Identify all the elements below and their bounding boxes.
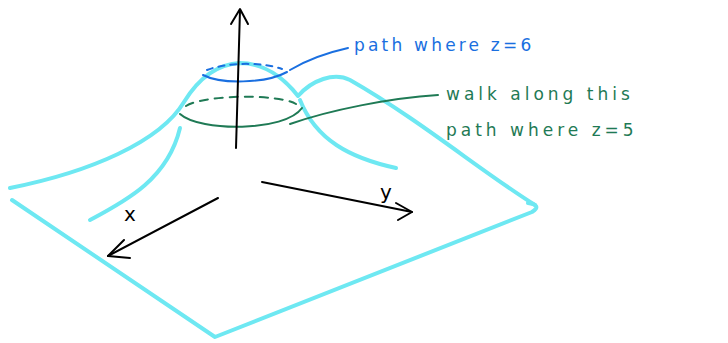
level-curve-z6 bbox=[203, 48, 348, 81]
axis-label: y bbox=[380, 180, 410, 204]
level-curve-z5 bbox=[180, 95, 438, 127]
level-curve-front bbox=[203, 72, 287, 81]
arrowhead bbox=[231, 9, 248, 24]
arrowhead bbox=[396, 203, 412, 220]
level-curve-front bbox=[180, 108, 302, 127]
surface-fold bbox=[300, 100, 396, 168]
surface bbox=[10, 63, 536, 337]
level-curve-back bbox=[207, 64, 282, 70]
axis-label: x bbox=[124, 202, 154, 226]
leader-line bbox=[290, 48, 348, 70]
arrowhead bbox=[108, 240, 130, 258]
x-axis bbox=[108, 198, 218, 256]
annotation: walk along this path where z=5 bbox=[446, 76, 696, 148]
z-axis bbox=[236, 10, 240, 148]
level-curve-back bbox=[186, 97, 296, 106]
leader-line bbox=[290, 95, 438, 124]
annotation: path where z=6 bbox=[354, 33, 654, 57]
